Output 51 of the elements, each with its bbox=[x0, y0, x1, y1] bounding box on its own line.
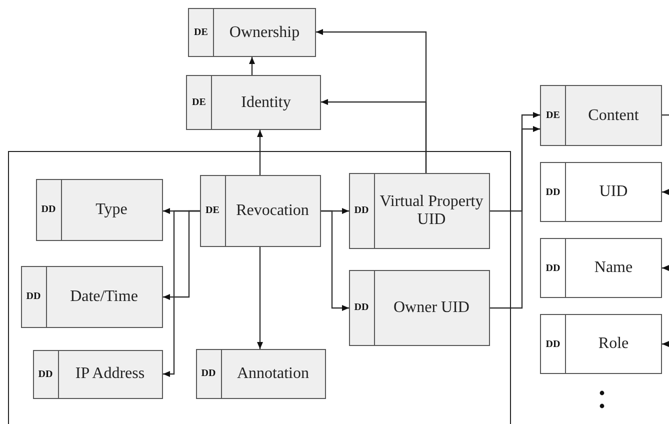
element-name: Annotation bbox=[236, 364, 310, 384]
element-name: Ownership bbox=[228, 22, 301, 43]
type-tag: DD bbox=[196, 350, 222, 398]
data-box bbox=[186, 75, 321, 130]
connector-arrow bbox=[662, 189, 669, 195]
connector-arrow bbox=[490, 126, 540, 309]
connector-arrow bbox=[490, 112, 540, 212]
connector-arrow bbox=[662, 341, 669, 347]
data-box bbox=[540, 314, 662, 374]
data-box bbox=[540, 85, 662, 146]
connector-arrow bbox=[316, 29, 427, 173]
element-name: Date/Time bbox=[69, 286, 139, 307]
type-tag: DD bbox=[34, 350, 58, 398]
type-tag: DE bbox=[200, 176, 226, 246]
data-box bbox=[348, 270, 490, 346]
type-tag: DE bbox=[189, 9, 214, 56]
data-box bbox=[540, 162, 662, 222]
data-box bbox=[200, 174, 320, 246]
element-name: UID bbox=[598, 182, 629, 202]
data-box bbox=[32, 350, 162, 398]
connector-arrow bbox=[662, 265, 669, 271]
type-tag: DD bbox=[22, 266, 46, 326]
connector-arrow bbox=[257, 130, 263, 175]
element-name: Role bbox=[597, 334, 630, 354]
element-name: Revocation bbox=[235, 200, 310, 221]
data-box bbox=[36, 178, 162, 240]
connector-arrow bbox=[163, 210, 200, 377]
type-tag: DD bbox=[350, 270, 374, 344]
type-tag: DE bbox=[541, 86, 566, 145]
data-box bbox=[188, 8, 316, 57]
type-tag: DD bbox=[541, 239, 566, 297]
data-box bbox=[348, 172, 490, 248]
element-name: Owner UID bbox=[392, 298, 470, 318]
element-name: Content bbox=[587, 106, 640, 126]
data-box bbox=[20, 266, 162, 328]
type-tag: DD bbox=[36, 180, 62, 240]
element-name: Type bbox=[94, 200, 128, 220]
element-name: Name bbox=[593, 258, 634, 278]
type-tag: DD bbox=[350, 174, 374, 248]
element-name: Identity bbox=[240, 92, 292, 113]
connector-arrow bbox=[257, 247, 263, 349]
data-box bbox=[196, 348, 326, 398]
type-tag: DD bbox=[541, 315, 566, 373]
type-tag: DE bbox=[187, 76, 212, 129]
element-name: Virtual Property UID bbox=[378, 192, 484, 230]
data-box bbox=[540, 238, 662, 298]
type-tag: DD bbox=[541, 163, 566, 221]
connector-arrow bbox=[249, 57, 255, 75]
connector-arrow bbox=[321, 210, 349, 311]
container-frame bbox=[8, 151, 511, 424]
element-name: IP Address bbox=[74, 364, 146, 384]
